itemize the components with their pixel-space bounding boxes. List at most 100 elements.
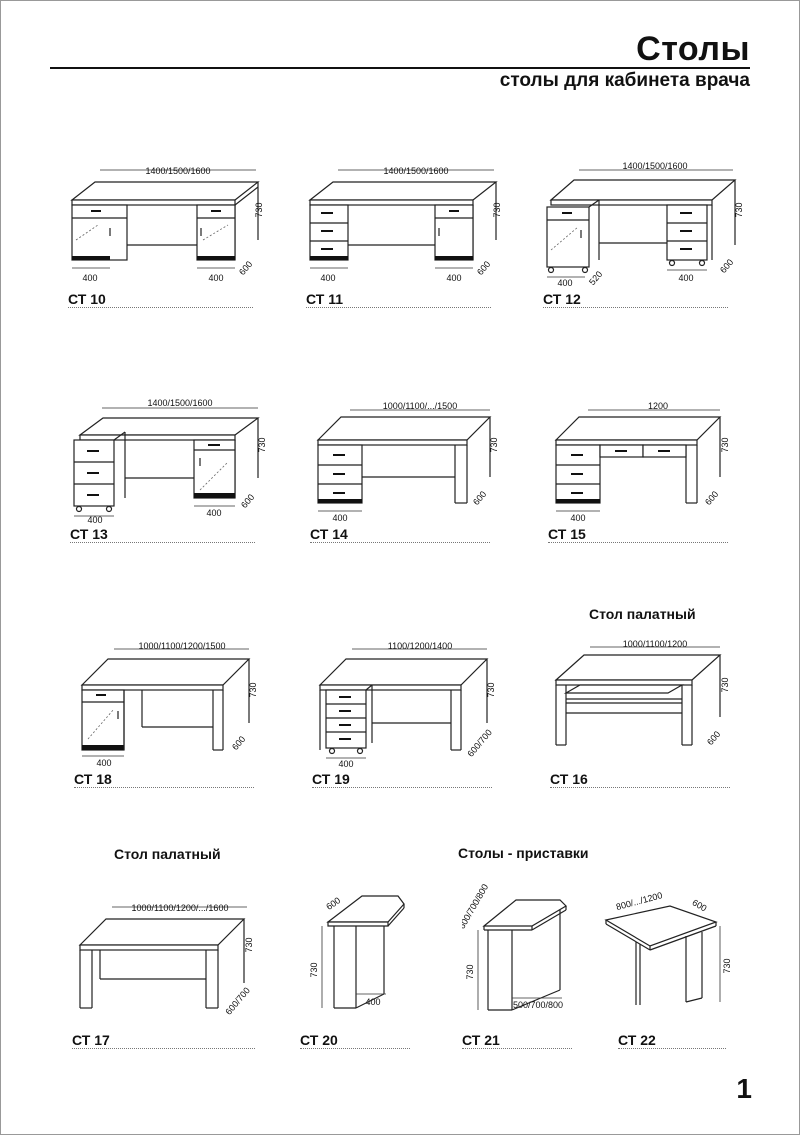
product-st21: 600/700/800 730 500/700/800 СТ 21 <box>462 880 652 1049</box>
st19-depth-label: 600/700 <box>465 727 494 758</box>
st17-rule <box>72 1048 255 1049</box>
st22-code: СТ 22 <box>618 1032 656 1048</box>
page-subtitle: столы для кабинета врача <box>499 70 750 91</box>
st15-width-label: 1200 <box>648 401 668 411</box>
st15-code: СТ 15 <box>548 526 586 542</box>
st17-depth-label: 600/700 <box>223 985 252 1016</box>
st13-module-b-label: 400 <box>206 508 221 518</box>
st12-module-depth-label: 520 <box>587 269 604 287</box>
st19-module-a-label: 400 <box>338 759 353 769</box>
st20-drawing: 600 730 400 <box>309 895 405 1009</box>
product-st19: 1100/1200/1400 400 730 600/700 СТ 19 <box>312 635 502 788</box>
st11-depth-label: 600 <box>475 259 492 277</box>
st20-code: СТ 20 <box>300 1032 338 1048</box>
st20-height-label: 730 <box>309 962 319 977</box>
page-number: 1 <box>736 1073 752 1104</box>
st10-module-a-label: 400 <box>82 273 97 283</box>
st16-rule <box>550 787 730 788</box>
st12-code: СТ 12 <box>543 291 581 307</box>
st11-module-b-label: 400 <box>446 273 461 283</box>
st22-height-label: 730 <box>722 958 732 973</box>
st18-width-label: 1000/1100/1200/1500 <box>139 641 226 651</box>
st17-height-label: 730 <box>244 937 254 952</box>
st12-rule <box>543 307 728 308</box>
st21-width-label: 600/700/800 <box>462 882 490 930</box>
st18-rule <box>74 787 254 788</box>
st15-height-label: 730 <box>720 437 730 452</box>
product-st17: 1000/1100/1200/.../1600 730 600/700 СТ 1… <box>72 895 262 1049</box>
st10-code: СТ 10 <box>68 291 106 307</box>
st20-rule <box>300 1048 410 1049</box>
st12-depth-label: 600 <box>718 257 735 275</box>
st16-drawing: 1000/1100/1200 730 600 <box>554 639 730 747</box>
section-label-pristavki: Столы - приставки <box>458 845 589 861</box>
st14-code: СТ 14 <box>310 526 348 542</box>
st13-height-label: 730 <box>257 437 267 452</box>
st12-height-label: 730 <box>734 202 743 217</box>
st19-drawing: 1100/1200/1400 400 730 600/700 <box>318 641 496 769</box>
product-st10: 1400/1500/1600 400 400 730 600 СТ 10 <box>68 160 264 308</box>
st11-width-label: 1400/1500/1600 <box>383 166 448 176</box>
st22-rule <box>618 1048 726 1049</box>
section-label-palatny: Стол палатный <box>589 606 696 622</box>
st14-height-label: 730 <box>489 437 499 452</box>
st11-module-a-label: 400 <box>320 273 335 283</box>
st19-rule <box>312 787 492 788</box>
product-st13: 1400/1500/1600 400 400 730 600 СТ 13 <box>70 390 267 543</box>
st11-code: СТ 11 <box>306 291 344 307</box>
st20-depth-label: 400 <box>365 997 380 1007</box>
page-title: Столы <box>636 30 750 68</box>
st16-width-label: 1000/1100/1200 <box>623 639 687 649</box>
st13-width-label: 1400/1500/1600 <box>147 398 212 408</box>
st22-depth-label: 600 <box>690 897 708 913</box>
st12-width-label: 1400/1500/1600 <box>622 161 687 171</box>
product-st18: 1000/1100/1200/1500 400 730 600 СТ 18 <box>74 635 264 788</box>
st13-rule <box>70 542 255 543</box>
st19-code: СТ 19 <box>312 771 350 787</box>
st17-drawing: 1000/1100/1200/.../1600 730 600/700 <box>78 903 254 1017</box>
st13-drawing: 1400/1500/1600 400 400 730 600 <box>73 398 267 525</box>
st14-rule <box>310 542 490 543</box>
st14-width-label: 1000/1100/.../1500 <box>383 401 457 411</box>
st11-drawing: 1400/1500/1600 400 400 730 600 <box>308 166 502 283</box>
st10-width-label: 1400/1500/1600 <box>145 166 210 176</box>
st21-code: СТ 21 <box>462 1032 500 1048</box>
product-st12: 1400/1500/1600 400 520 400 730 600 СТ 12 <box>543 155 743 308</box>
st10-drawing: 1400/1500/1600 400 400 730 600 <box>70 166 264 283</box>
st10-module-b-label: 400 <box>208 273 223 283</box>
st21-depth-label: 500/700/800 <box>513 1000 563 1010</box>
st17-width-label: 1000/1100/1200/.../1600 <box>132 903 229 913</box>
st10-rule <box>68 307 253 308</box>
st16-depth-label: 600 <box>705 729 722 747</box>
st21-drawing: 600/700/800 730 500/700/800 <box>462 882 567 1011</box>
st12-module-b-label: 400 <box>678 273 693 283</box>
st11-height-label: 730 <box>492 202 502 217</box>
st19-width-label: 1100/1200/1400 <box>388 641 452 651</box>
st17-code: СТ 17 <box>72 1032 110 1048</box>
st16-code: СТ 16 <box>550 771 588 787</box>
st10-depth-label: 600 <box>237 259 254 277</box>
st12-drawing: 1400/1500/1600 400 520 400 730 600 <box>546 161 743 288</box>
st18-module-a-label: 400 <box>96 758 111 768</box>
st14-module-a-label: 400 <box>332 513 347 523</box>
st15-rule <box>548 542 728 543</box>
st21-rule <box>462 1048 572 1049</box>
product-st22: 800/.../1200 600 730 СТ 22 <box>598 880 788 1049</box>
st18-code: СТ 18 <box>74 771 112 787</box>
st11-rule <box>306 307 491 308</box>
st14-depth-label: 600 <box>471 489 488 507</box>
section-label-palatny-2: Стол палатный <box>114 846 221 862</box>
st21-height-label: 730 <box>465 964 475 979</box>
st13-depth-label: 600 <box>239 492 256 510</box>
st18-height-label: 730 <box>248 682 258 697</box>
st22-drawing: 800/.../1200 600 730 <box>604 890 732 1005</box>
title-rule <box>50 67 750 69</box>
product-st14: 1000/1100/.../1500 400 730 600 СТ 14 <box>310 395 500 543</box>
product-st20: 600 730 400 СТ 20 <box>300 890 490 1049</box>
st20-width-label: 600 <box>324 895 342 912</box>
st12-module-a-label: 400 <box>557 278 572 288</box>
st10-height-label: 730 <box>254 202 264 217</box>
st14-drawing: 1000/1100/.../1500 400 730 600 <box>316 401 499 523</box>
st18-drawing: 1000/1100/1200/1500 400 730 600 <box>80 641 258 768</box>
product-st16: 1000/1100/1200 730 600 СТ 16 <box>550 635 740 788</box>
